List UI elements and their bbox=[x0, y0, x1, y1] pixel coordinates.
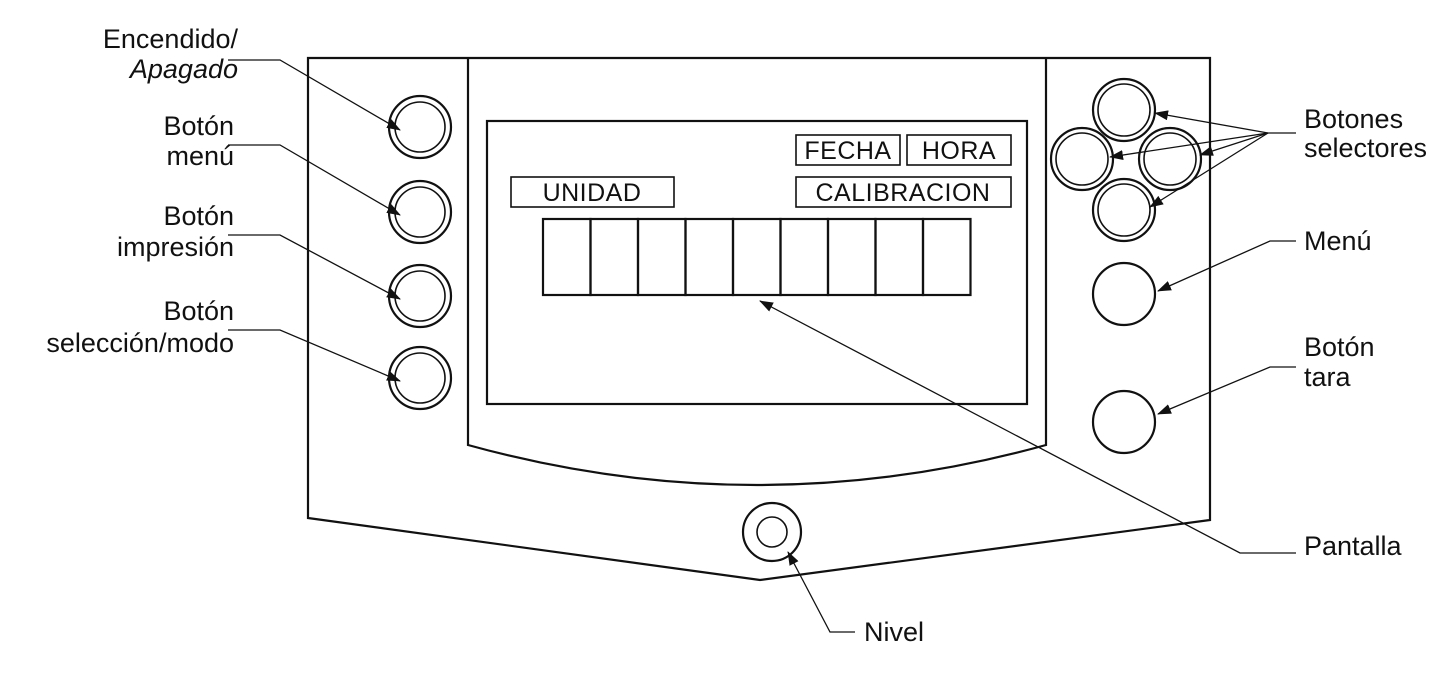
label-tare-line1: Botón bbox=[1304, 332, 1375, 362]
tare-button[interactable] bbox=[1091, 389, 1157, 455]
digit-display bbox=[541, 217, 972, 297]
display-area bbox=[485, 119, 1029, 406]
digit-cell bbox=[541, 217, 592, 297]
label-tare-line2: tara bbox=[1304, 362, 1352, 392]
label-select-mode-line1: Botón bbox=[163, 296, 234, 326]
indicator-hora-text: HORA bbox=[922, 137, 996, 165]
leader-selector-left bbox=[1109, 132, 1269, 160]
indicator-hora: HORA bbox=[906, 134, 1012, 166]
indicator-calibracion: CALIBRACION bbox=[795, 176, 1012, 208]
selector-right-button[interactable] bbox=[1137, 126, 1203, 192]
digit-cell bbox=[731, 217, 782, 297]
leader-power bbox=[228, 59, 401, 131]
leader-selector-down bbox=[1149, 132, 1269, 208]
label-power-line2: Apagado bbox=[128, 54, 238, 84]
indicator-fecha: FECHA bbox=[795, 134, 901, 166]
screen-bezel bbox=[466, 58, 1048, 487]
label-screen: Pantalla bbox=[1304, 531, 1403, 561]
indicator-unidad: UNIDAD bbox=[510, 176, 675, 208]
selector-down-button[interactable] bbox=[1091, 177, 1157, 243]
label-menu-left-line1: Botón bbox=[163, 111, 234, 141]
indicator-calibracion-text: CALIBRACION bbox=[816, 179, 991, 207]
label-level: Nivel bbox=[864, 617, 924, 647]
label-print-line2: impresión bbox=[117, 232, 234, 262]
label-power-line1: Encendido/ bbox=[103, 24, 239, 54]
power-button[interactable] bbox=[387, 94, 453, 160]
menu-button-right[interactable] bbox=[1091, 261, 1157, 327]
label-selector-line1: Botones bbox=[1304, 104, 1403, 134]
leader-print bbox=[228, 234, 401, 300]
leader-level bbox=[787, 551, 855, 633]
digit-cell bbox=[921, 217, 972, 297]
leader-screen bbox=[759, 300, 1296, 554]
selector-up-button[interactable] bbox=[1091, 77, 1157, 143]
label-print-line1: Botón bbox=[163, 201, 234, 231]
digit-cell bbox=[779, 217, 830, 297]
digit-cell bbox=[826, 217, 877, 297]
leader-tare bbox=[1157, 366, 1296, 415]
indicator-unidad-text: UNIDAD bbox=[543, 179, 642, 207]
print-button[interactable] bbox=[387, 263, 453, 329]
leader-select-mode bbox=[228, 329, 401, 382]
label-menu-right: Menú bbox=[1304, 226, 1372, 256]
selector-left-button[interactable] bbox=[1049, 126, 1115, 192]
label-selector-line2: selectores bbox=[1304, 133, 1427, 163]
level-indicator bbox=[741, 501, 803, 563]
leader-selector-right bbox=[1199, 132, 1269, 156]
digit-cell bbox=[684, 217, 735, 297]
indicator-fecha-text: FECHA bbox=[804, 137, 891, 165]
digit-cell bbox=[589, 217, 640, 297]
select-mode-button[interactable] bbox=[387, 345, 453, 411]
menu-button-left[interactable] bbox=[387, 179, 453, 245]
label-select-mode-line2: selección/modo bbox=[46, 328, 234, 358]
leader-selector-up bbox=[1154, 110, 1296, 134]
leader-menu-left bbox=[228, 144, 401, 216]
digit-cell bbox=[874, 217, 925, 297]
device-housing bbox=[306, 56, 1212, 582]
label-menu-left-line2: menú bbox=[166, 141, 234, 171]
digit-cell bbox=[636, 217, 687, 297]
leader-menu-right bbox=[1157, 240, 1296, 292]
